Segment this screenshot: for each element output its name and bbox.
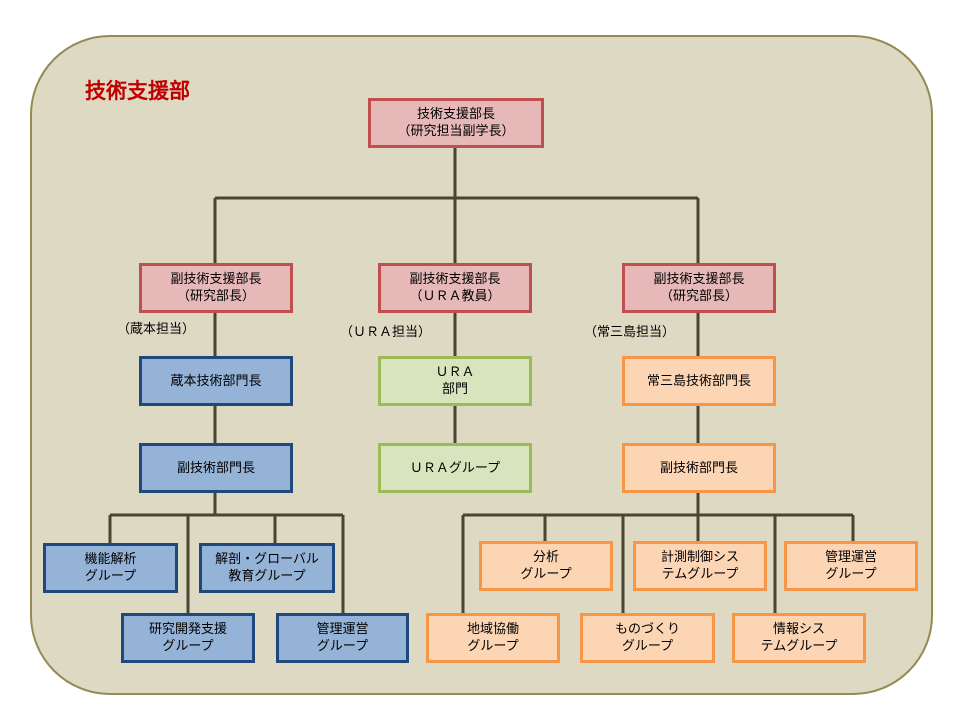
deputy-director-ura-box: 副技術支援部長 （ＵＲＡ教員） (378, 263, 532, 313)
josanjima-group-box: 計測制御シス テムグループ (633, 541, 767, 591)
kuramoto-group-box: 管理運営 グループ (276, 613, 409, 663)
box-line: 技術支援部長 (416, 107, 495, 122)
box-line: 管理運営 (824, 550, 877, 565)
box-line: 研究開発支援 (148, 622, 227, 637)
page-title: 技術支援部 (85, 79, 190, 103)
josanjima-deputy-division-head-box: 副技術部門長 (622, 443, 776, 493)
box-line: 情報シス (772, 622, 825, 637)
josanjima-note: （常三島担当） (584, 325, 676, 340)
box-line: グループ (467, 639, 519, 654)
josanjima-group-box: 地域協働 グループ (426, 613, 560, 663)
josanjima-group-box: 情報シス テムグループ (732, 613, 866, 663)
box-line: グループ (621, 639, 674, 654)
box-line: 計測制御シス (660, 550, 739, 565)
box-line: （研究部長） (659, 289, 738, 304)
kuramoto-group-box: 機能解析 グループ (43, 543, 178, 593)
box-line: 常三島技術部門長 (646, 373, 751, 389)
kuramoto-note: （蔵本担当） (117, 322, 196, 337)
box-line: テムグループ (760, 639, 838, 654)
box-line: 副技術支援部長 (653, 272, 745, 287)
box-line: （ＵＲＡ教員） (409, 289, 501, 304)
kuramoto-division-head-box: 蔵本技術部門長 (139, 356, 293, 406)
box-line: ＵＲＡグループ (409, 460, 501, 476)
josanjima-group-box: 分析 グループ (479, 541, 613, 591)
box-line: ＵＲＡ (435, 365, 475, 380)
josanjima-group-box: ものづくり グループ (580, 613, 715, 663)
box-line: 副技術支援部長 (409, 272, 501, 287)
box-line: （研究部長） (176, 289, 255, 304)
box-line: （研究担当副学長） (397, 124, 515, 139)
box-line: テムグループ (661, 567, 739, 582)
ura-note: （ＵＲＡ担当） (340, 325, 432, 340)
kuramoto-group-box: 研究開発支援 グループ (121, 613, 255, 663)
box-line: 管理運営 (316, 622, 369, 637)
josanjima-group-box: 管理運営 グループ (784, 541, 918, 591)
box-line: 地域協働 (466, 622, 519, 637)
box-line: グループ (162, 639, 214, 654)
box-line: 蔵本技術部門長 (170, 373, 262, 389)
box-line: 機能解析 (84, 552, 137, 567)
kuramoto-deputy-division-head-box: 副技術部門長 (139, 443, 293, 493)
box-line: 部門 (441, 382, 468, 397)
kuramoto-group-box: 解剖・グローバル 教育グループ (199, 543, 335, 593)
box-line: 副技術支援部長 (170, 272, 262, 287)
box-line: 副技術部門長 (659, 460, 738, 476)
technical-support-director-box: 技術支援部長 （研究担当副学長） (368, 98, 544, 148)
box-line: 分析 (532, 550, 559, 565)
ura-division-box: ＵＲＡ 部門 (378, 356, 532, 406)
box-line: グループ (84, 569, 137, 584)
box-line: グループ (316, 639, 369, 654)
ura-group-box: ＵＲＡグループ (378, 443, 532, 493)
deputy-director-kuramoto-box: 副技術支援部長 （研究部長） (139, 263, 293, 313)
josanjima-division-head-box: 常三島技術部門長 (622, 356, 776, 406)
box-line: グループ (520, 567, 572, 582)
box-line: グループ (825, 567, 877, 582)
box-line: 解剖・グローバル (215, 552, 319, 567)
deputy-director-josanjima-box: 副技術支援部長 （研究部長） (622, 263, 776, 313)
box-line: 副技術部門長 (176, 460, 255, 476)
box-line: 教育グループ (228, 569, 306, 584)
box-line: ものづくり (614, 622, 680, 637)
